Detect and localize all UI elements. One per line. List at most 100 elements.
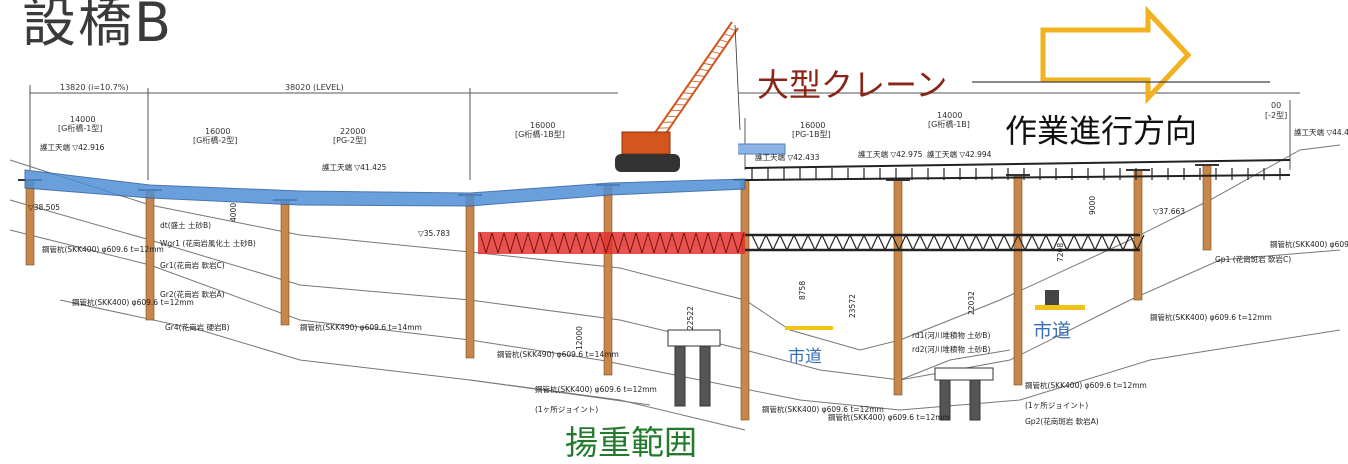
span-len-2: 16000	[205, 127, 230, 136]
span-len-3: 22000	[340, 127, 365, 136]
elev-3: 護工天端 ▽41.425	[322, 162, 387, 172]
red-truss-highlight	[478, 232, 745, 254]
truss-member	[1004, 235, 1011, 250]
truss-member	[808, 235, 815, 250]
truss-member	[1102, 235, 1109, 250]
stratum-wgr1: Wgr1 (花崗岩風化土 土砂B)	[160, 238, 256, 248]
road-label-left: 市道	[788, 342, 822, 367]
truss-member	[906, 235, 913, 250]
pile-note-3: 鋼管杭(SKK490) φ609.6 t=14mm	[300, 322, 422, 332]
pile-note-8: 鋼管杭(SKK400) φ609.6 t=12mm	[828, 412, 950, 422]
elev-2: ▽38.505	[28, 203, 60, 212]
crane-track-icon	[615, 154, 680, 172]
truss-member	[822, 235, 829, 250]
pier-1	[26, 180, 34, 265]
span-name-4: [G桁橋-1B型]	[515, 129, 565, 139]
truss-member	[913, 235, 920, 250]
truss-member	[927, 235, 934, 250]
truss-member	[934, 235, 941, 250]
truss-member	[920, 235, 927, 250]
span-len-7: 00	[1271, 101, 1281, 110]
stratum-rd1: rd1(河川堆積物 土砂B)	[912, 330, 990, 340]
pile-note-9: 鋼管杭(SKK400) φ609.6 t=12mm	[1025, 380, 1147, 390]
pier-3	[281, 200, 289, 325]
truss-member	[759, 235, 766, 250]
elev-7: 護工天端 ▽42.994	[927, 149, 992, 159]
pile-note-11: 鋼管杭(SKK400) φ609.6 t=12mm	[1150, 312, 1272, 322]
stratum-rd2: rd2(河川堆積物 土砂B)	[912, 344, 990, 354]
dim-val-4: 22032	[967, 291, 976, 315]
pile-note-12: 鋼管杭(SKK400) φ609.6 t=12mm	[1270, 239, 1348, 249]
truss-member	[941, 235, 948, 250]
span-len-6: 14000	[937, 111, 962, 120]
dim-val-2: 22522	[686, 306, 695, 330]
direction-label: 作業進行方向	[1005, 106, 1197, 152]
crawler-crane-icon	[615, 18, 740, 178]
elev-1: 護工天端 ▽42.916	[40, 142, 105, 152]
bridge-elevation-drawing: 13820 (i=10.7%) 38020 (LEVEL) 14000 [G桁橋…	[0, 0, 1348, 453]
truss-member	[864, 235, 871, 250]
direction-arrow-icon	[1043, 12, 1188, 98]
road-left	[785, 326, 833, 330]
span-len-5: 16000	[800, 121, 825, 130]
span-name-5: [PG-1B型]	[792, 130, 831, 139]
dim-val-7: 9000	[1088, 196, 1097, 215]
pile-note-5: 鋼管杭(SKK400) φ609.6 t=12mm	[535, 384, 657, 394]
truss-member	[983, 235, 990, 250]
truss-member	[1088, 235, 1095, 250]
truss-member	[815, 235, 822, 250]
road-right	[1035, 305, 1085, 310]
slide: 13820 (i=10.7%) 38020 (LEVEL) 14000 [G桁橋…	[0, 0, 1348, 453]
span-name-7: [-2型]	[1265, 111, 1287, 120]
truss-member	[1039, 235, 1046, 250]
stratum-gp2: Gp2(花崗斑岩 軟岩A)	[1025, 416, 1099, 426]
truss-member	[878, 235, 885, 250]
dim-val-5: 4000	[229, 203, 238, 222]
truss-member	[829, 235, 836, 250]
truss-member	[857, 235, 864, 250]
truss-member	[1025, 235, 1032, 250]
dim-top-1: 13820 (i=10.7%)	[60, 83, 129, 92]
span-name-3: [PG-2型]	[333, 136, 366, 145]
pile-note-2: 鋼管杭(SKK400) φ609.6 t=12mm	[72, 297, 194, 307]
span-len-1: 14000	[70, 115, 95, 124]
road-label-right: 市道	[1033, 316, 1071, 343]
truss-member	[948, 235, 955, 250]
truss-member	[1081, 235, 1088, 250]
pier-7	[894, 180, 902, 395]
crane-label: 大型クレーン	[757, 60, 947, 106]
stratum-gp1: Gp1 (花崗斑岩 軟岩C)	[1215, 254, 1291, 264]
dim-top-2: 38020 (LEVEL)	[285, 83, 344, 92]
dim-val-8: 12000	[575, 326, 584, 350]
truss-member	[836, 235, 843, 250]
elev-4: ▽35.783	[418, 229, 450, 238]
pile-note-10: (1ヶ所ジョイント)	[1025, 400, 1088, 410]
lift-range-label: 揚重範囲	[565, 416, 697, 464]
pier-6	[741, 180, 749, 420]
span-name-6: [G桁橋-1B]	[928, 119, 970, 129]
elev-8: ▽37.663	[1153, 207, 1185, 216]
truss-member	[850, 235, 857, 250]
elev-9: 護工天端 ▽44.417	[1294, 127, 1348, 137]
pier-8	[1014, 175, 1022, 385]
stratum-gr1: Gr1(花崗岩 軟岩C)	[160, 260, 225, 270]
pile-note-1: 鋼管杭(SKK400) φ609.6 t=12mm	[42, 244, 164, 254]
span-name-1: [G桁橋-1型]	[58, 123, 102, 133]
truss-member	[1032, 235, 1039, 250]
truss-member	[1095, 235, 1102, 250]
span-len-4: 16000	[530, 121, 555, 130]
truss-member	[1074, 235, 1081, 250]
truss-member	[794, 235, 801, 250]
truss-member	[976, 235, 983, 250]
road-structure	[1045, 290, 1059, 305]
truss-member	[885, 235, 892, 250]
truss-member	[752, 235, 759, 250]
truss-member	[773, 235, 780, 250]
truss-member	[962, 235, 969, 250]
pier-4	[466, 195, 474, 358]
truss-member	[787, 235, 794, 250]
truss-member	[766, 235, 773, 250]
boom-lattice-member	[679, 99, 690, 100]
pier-10	[1203, 165, 1211, 250]
truss-member	[1067, 235, 1074, 250]
